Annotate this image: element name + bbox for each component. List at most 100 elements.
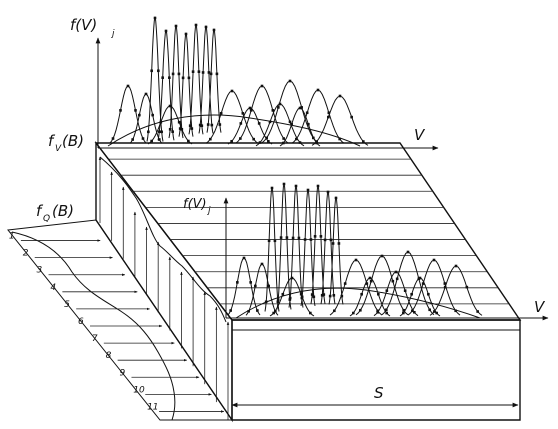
curve-point bbox=[369, 279, 373, 283]
distribution-curve bbox=[355, 255, 409, 316]
curve-point bbox=[290, 276, 294, 280]
curve-point bbox=[406, 250, 410, 254]
curve-point bbox=[312, 295, 316, 299]
lower-distribution-curves bbox=[227, 182, 483, 319]
curve-point bbox=[285, 236, 289, 239]
curve-point bbox=[254, 284, 257, 288]
curve-point bbox=[184, 32, 188, 36]
label-f-v-j-mid: f(V) bbox=[183, 197, 207, 212]
upper-axes bbox=[95, 37, 439, 151]
curve-point bbox=[327, 115, 330, 119]
inlet-arrows bbox=[20, 239, 225, 413]
curve-point bbox=[257, 122, 261, 125]
curve-point bbox=[418, 276, 422, 280]
curve-point bbox=[315, 141, 318, 145]
curve-point bbox=[267, 239, 271, 243]
curve-point bbox=[265, 136, 268, 140]
inlet-sheet-outline bbox=[7, 219, 233, 421]
curve-point bbox=[256, 309, 259, 312]
curve-point bbox=[197, 70, 201, 73]
curve-point bbox=[282, 182, 286, 186]
slab-block bbox=[94, 140, 522, 423]
distribution-curve bbox=[288, 185, 304, 308]
curve-point bbox=[201, 71, 205, 74]
curve-point bbox=[290, 122, 293, 126]
row-number: 1 bbox=[9, 232, 15, 242]
curve-point bbox=[476, 310, 479, 313]
curve-point bbox=[273, 239, 277, 243]
curve-point bbox=[268, 120, 272, 124]
curve-point bbox=[204, 25, 208, 29]
curve-point bbox=[158, 138, 161, 141]
curve-point bbox=[276, 298, 280, 301]
distribution-curve bbox=[261, 80, 319, 144]
row-number: 10 bbox=[133, 385, 145, 395]
distribution-curve bbox=[429, 265, 483, 316]
curve-point bbox=[413, 310, 416, 314]
curve-point bbox=[178, 127, 182, 130]
distribution-curve bbox=[235, 287, 481, 319]
curve-point bbox=[277, 106, 280, 109]
curve-point bbox=[212, 28, 216, 32]
curve-point bbox=[168, 76, 171, 79]
curve-point bbox=[319, 235, 323, 238]
label-f-q-b-sub: Q bbox=[43, 214, 50, 224]
curve-point bbox=[365, 282, 369, 285]
curve-point bbox=[249, 109, 253, 112]
curve-point bbox=[282, 141, 285, 145]
curve-point bbox=[454, 309, 457, 313]
curve-point bbox=[210, 123, 214, 127]
curve-point bbox=[272, 311, 275, 315]
curve-point bbox=[300, 106, 303, 109]
curve-point bbox=[150, 139, 153, 143]
curve-point bbox=[291, 236, 295, 240]
curve-point bbox=[270, 186, 274, 190]
curve-point bbox=[332, 294, 336, 297]
curve-point bbox=[230, 139, 233, 143]
curve-point bbox=[200, 124, 204, 127]
curve-point bbox=[164, 29, 168, 33]
curve-point bbox=[111, 137, 115, 140]
curve-point bbox=[247, 309, 250, 313]
curve-point bbox=[236, 281, 239, 284]
curve-point bbox=[282, 137, 285, 140]
curve-point bbox=[271, 109, 275, 112]
curve-point bbox=[377, 292, 380, 296]
distribution-curve bbox=[205, 90, 259, 144]
curve-point bbox=[333, 309, 336, 313]
curve-point bbox=[421, 282, 425, 285]
curve-point bbox=[334, 196, 338, 200]
curve-point bbox=[147, 130, 150, 134]
curve-point bbox=[252, 137, 255, 141]
curve-point bbox=[191, 70, 195, 73]
label-v-top: V bbox=[414, 126, 426, 144]
curve-point bbox=[279, 236, 283, 239]
curve-point bbox=[288, 79, 292, 83]
curve-point bbox=[352, 311, 355, 315]
curve-point bbox=[241, 112, 245, 115]
curve-point bbox=[177, 120, 181, 124]
label-f-v-j-mid-sub: j bbox=[206, 206, 211, 216]
curve-point bbox=[190, 127, 194, 130]
curve-point bbox=[194, 23, 198, 27]
row-number: 5 bbox=[64, 300, 70, 310]
curve-point bbox=[338, 94, 342, 98]
curve-point bbox=[230, 89, 234, 93]
curve-point bbox=[229, 309, 232, 312]
curve-point bbox=[309, 238, 313, 241]
curve-point bbox=[209, 137, 212, 141]
velocity-profile-arrows bbox=[98, 156, 230, 420]
curve-point bbox=[150, 69, 153, 73]
curve-point bbox=[174, 24, 178, 28]
row-number: 9 bbox=[119, 368, 125, 378]
row-number: 2 bbox=[23, 249, 29, 259]
curve-point bbox=[294, 184, 298, 188]
curve-point bbox=[171, 130, 174, 133]
curve-point bbox=[385, 308, 388, 312]
slab-top-face bbox=[94, 142, 522, 321]
curve-point bbox=[328, 294, 332, 298]
curve-point bbox=[295, 137, 298, 141]
